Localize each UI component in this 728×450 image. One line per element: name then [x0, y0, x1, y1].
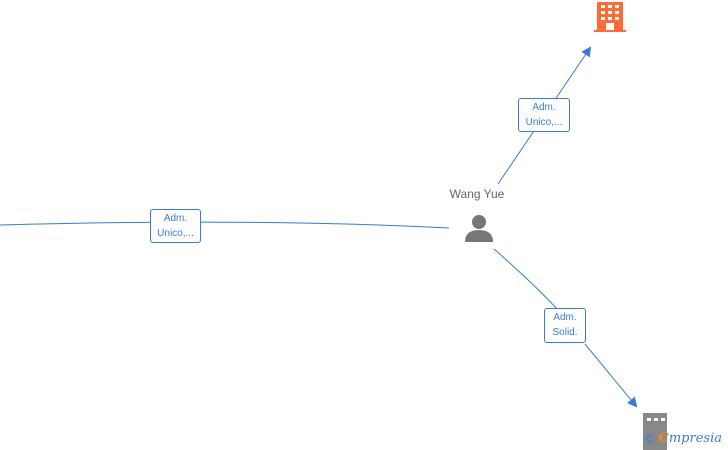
brand-logo: Cmpresia	[658, 431, 723, 446]
edge-line-left	[0, 221, 450, 229]
copyright-icon: ©	[644, 431, 655, 446]
edge-label-line1: Adm.	[532, 102, 556, 113]
edge-label-line2: Unico,...	[157, 228, 194, 239]
edge-label-line1: Adm.	[163, 213, 188, 224]
watermark: © Cmpresia	[645, 431, 722, 446]
edge-line-bottom	[493, 248, 636, 406]
edge-label-bottom[interactable]: Adm. Solid.	[544, 308, 586, 343]
edge-label-line1: Adm.	[553, 312, 577, 323]
edge-label-line2: Unico,...	[525, 117, 563, 128]
edge-label-line2: Solid.	[552, 327, 578, 338]
person-name[interactable]: Wang Yue	[449, 187, 505, 201]
person-icon[interactable]	[465, 215, 493, 242]
building-icon[interactable]	[594, 2, 626, 32]
edge-label-left[interactable]: Adm. Unico,...	[150, 209, 201, 243]
building-icon[interactable]	[643, 413, 667, 450]
edge-label-top[interactable]: Adm. Unico,...	[518, 98, 570, 132]
